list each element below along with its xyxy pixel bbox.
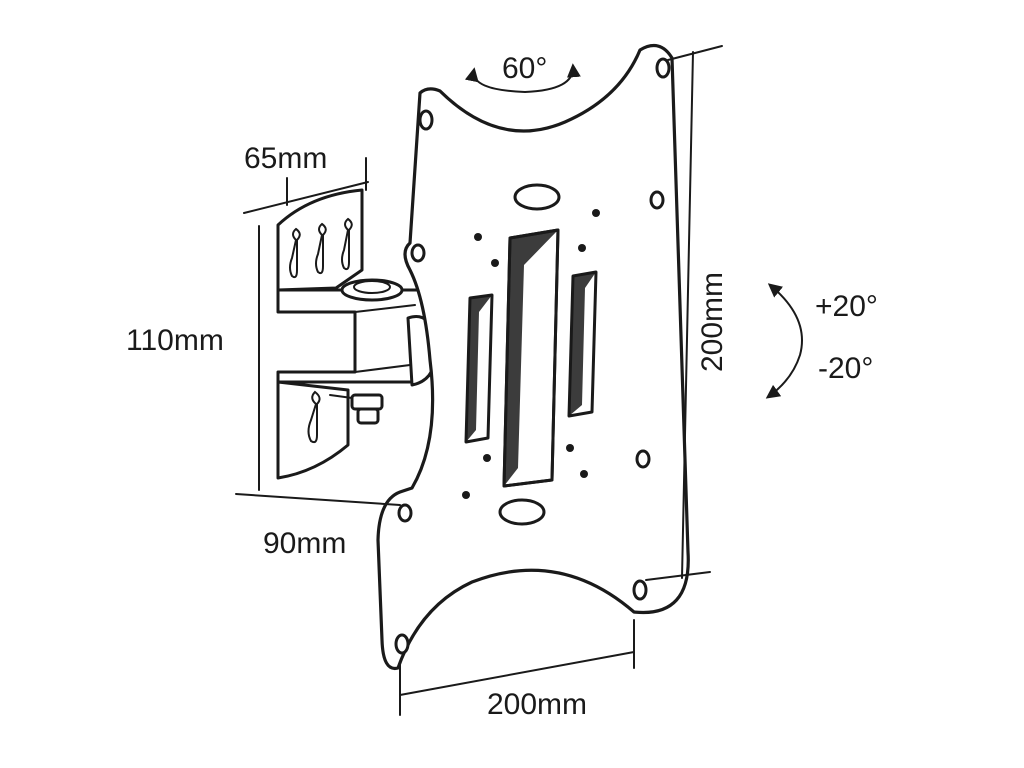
tilt-down-label: -20°	[818, 352, 873, 385]
right-slot	[567, 270, 598, 418]
dimension-lines	[235, 45, 723, 716]
left-slot	[464, 293, 494, 444]
tilt-up-label: +20°	[815, 290, 878, 323]
top-oval-slot	[513, 183, 561, 211]
upper-keyhole-slots	[289, 217, 353, 279]
center-slot	[502, 228, 560, 488]
top-bolt	[340, 278, 404, 302]
tilt-arrow	[765, 283, 803, 399]
plate-height-label: 200mm	[696, 272, 729, 372]
swivel-angle-label: 60°	[502, 52, 547, 85]
bottom-nut	[329, 393, 384, 425]
mounting-dots	[462, 209, 600, 499]
plate-width-label: 200mm	[487, 688, 587, 721]
swivel-arrow	[464, 63, 581, 94]
lower-wall-plate	[276, 380, 350, 480]
lower-keyhole-slot	[307, 390, 321, 444]
bracket-height-label: 110mm	[126, 324, 224, 357]
bracket-arm	[276, 288, 432, 384]
bottom-oval-slot	[498, 498, 546, 526]
vesa-plate	[376, 43, 690, 671]
depth-max-label: 90mm	[263, 527, 346, 560]
depth-min-label: 65mm	[244, 142, 327, 175]
